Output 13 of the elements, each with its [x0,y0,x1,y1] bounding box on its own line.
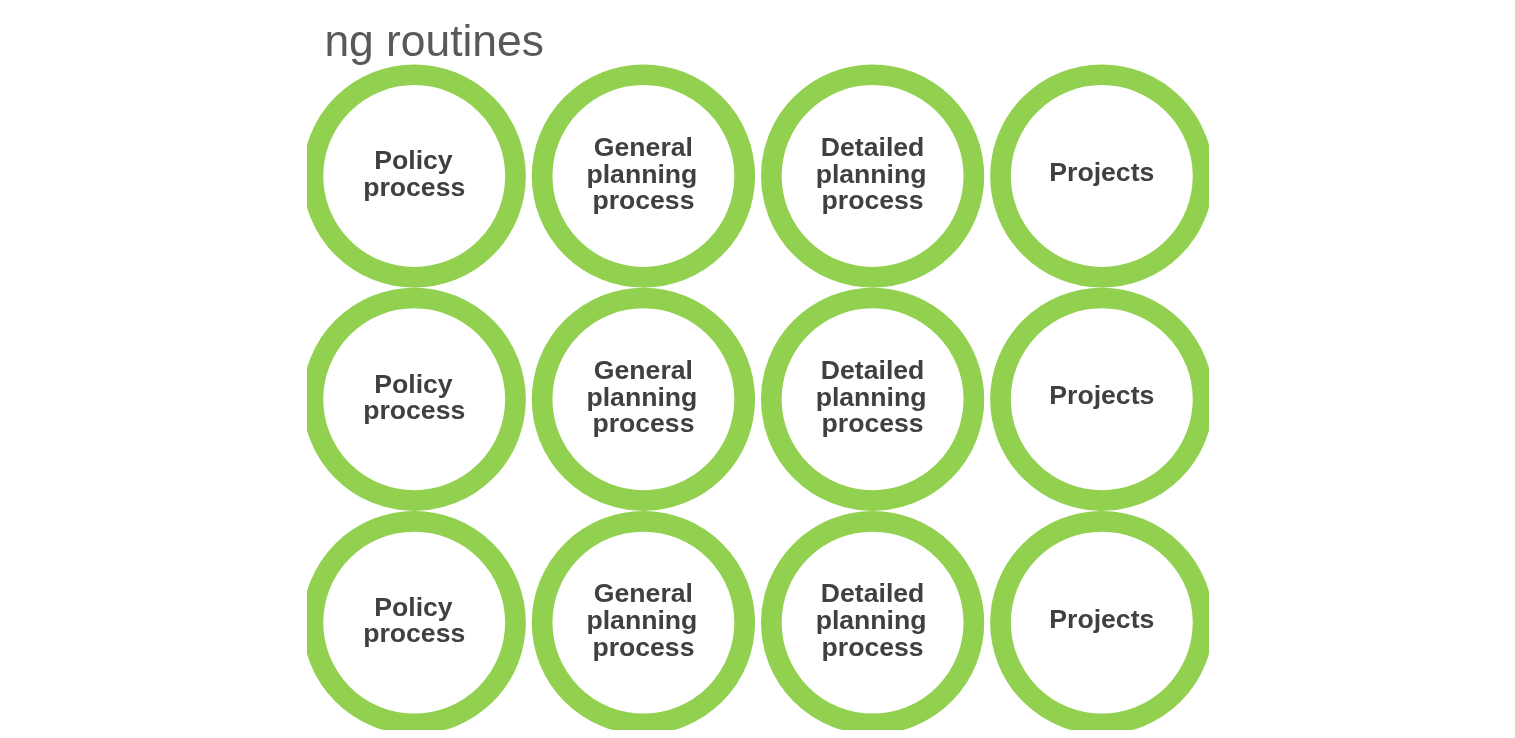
diagram-title: ng routines [323,15,544,65]
node-circle: Detailed planning process [760,510,984,730]
node-circle: Policy process [306,64,526,288]
node-circle: Policy process [306,287,526,511]
node-circle: Projects [989,510,1209,730]
node-circle: Projects [989,287,1209,511]
node-circle: General planning process [531,287,755,511]
node-circle: Detailed planning process [760,287,984,511]
node-circle: General planning process [531,64,755,288]
node-circle: Policy process [306,510,526,730]
node-circle: Projects [989,64,1209,288]
node-circle: Detailed planning process [760,64,984,288]
node-circle: General planning process [531,510,755,730]
